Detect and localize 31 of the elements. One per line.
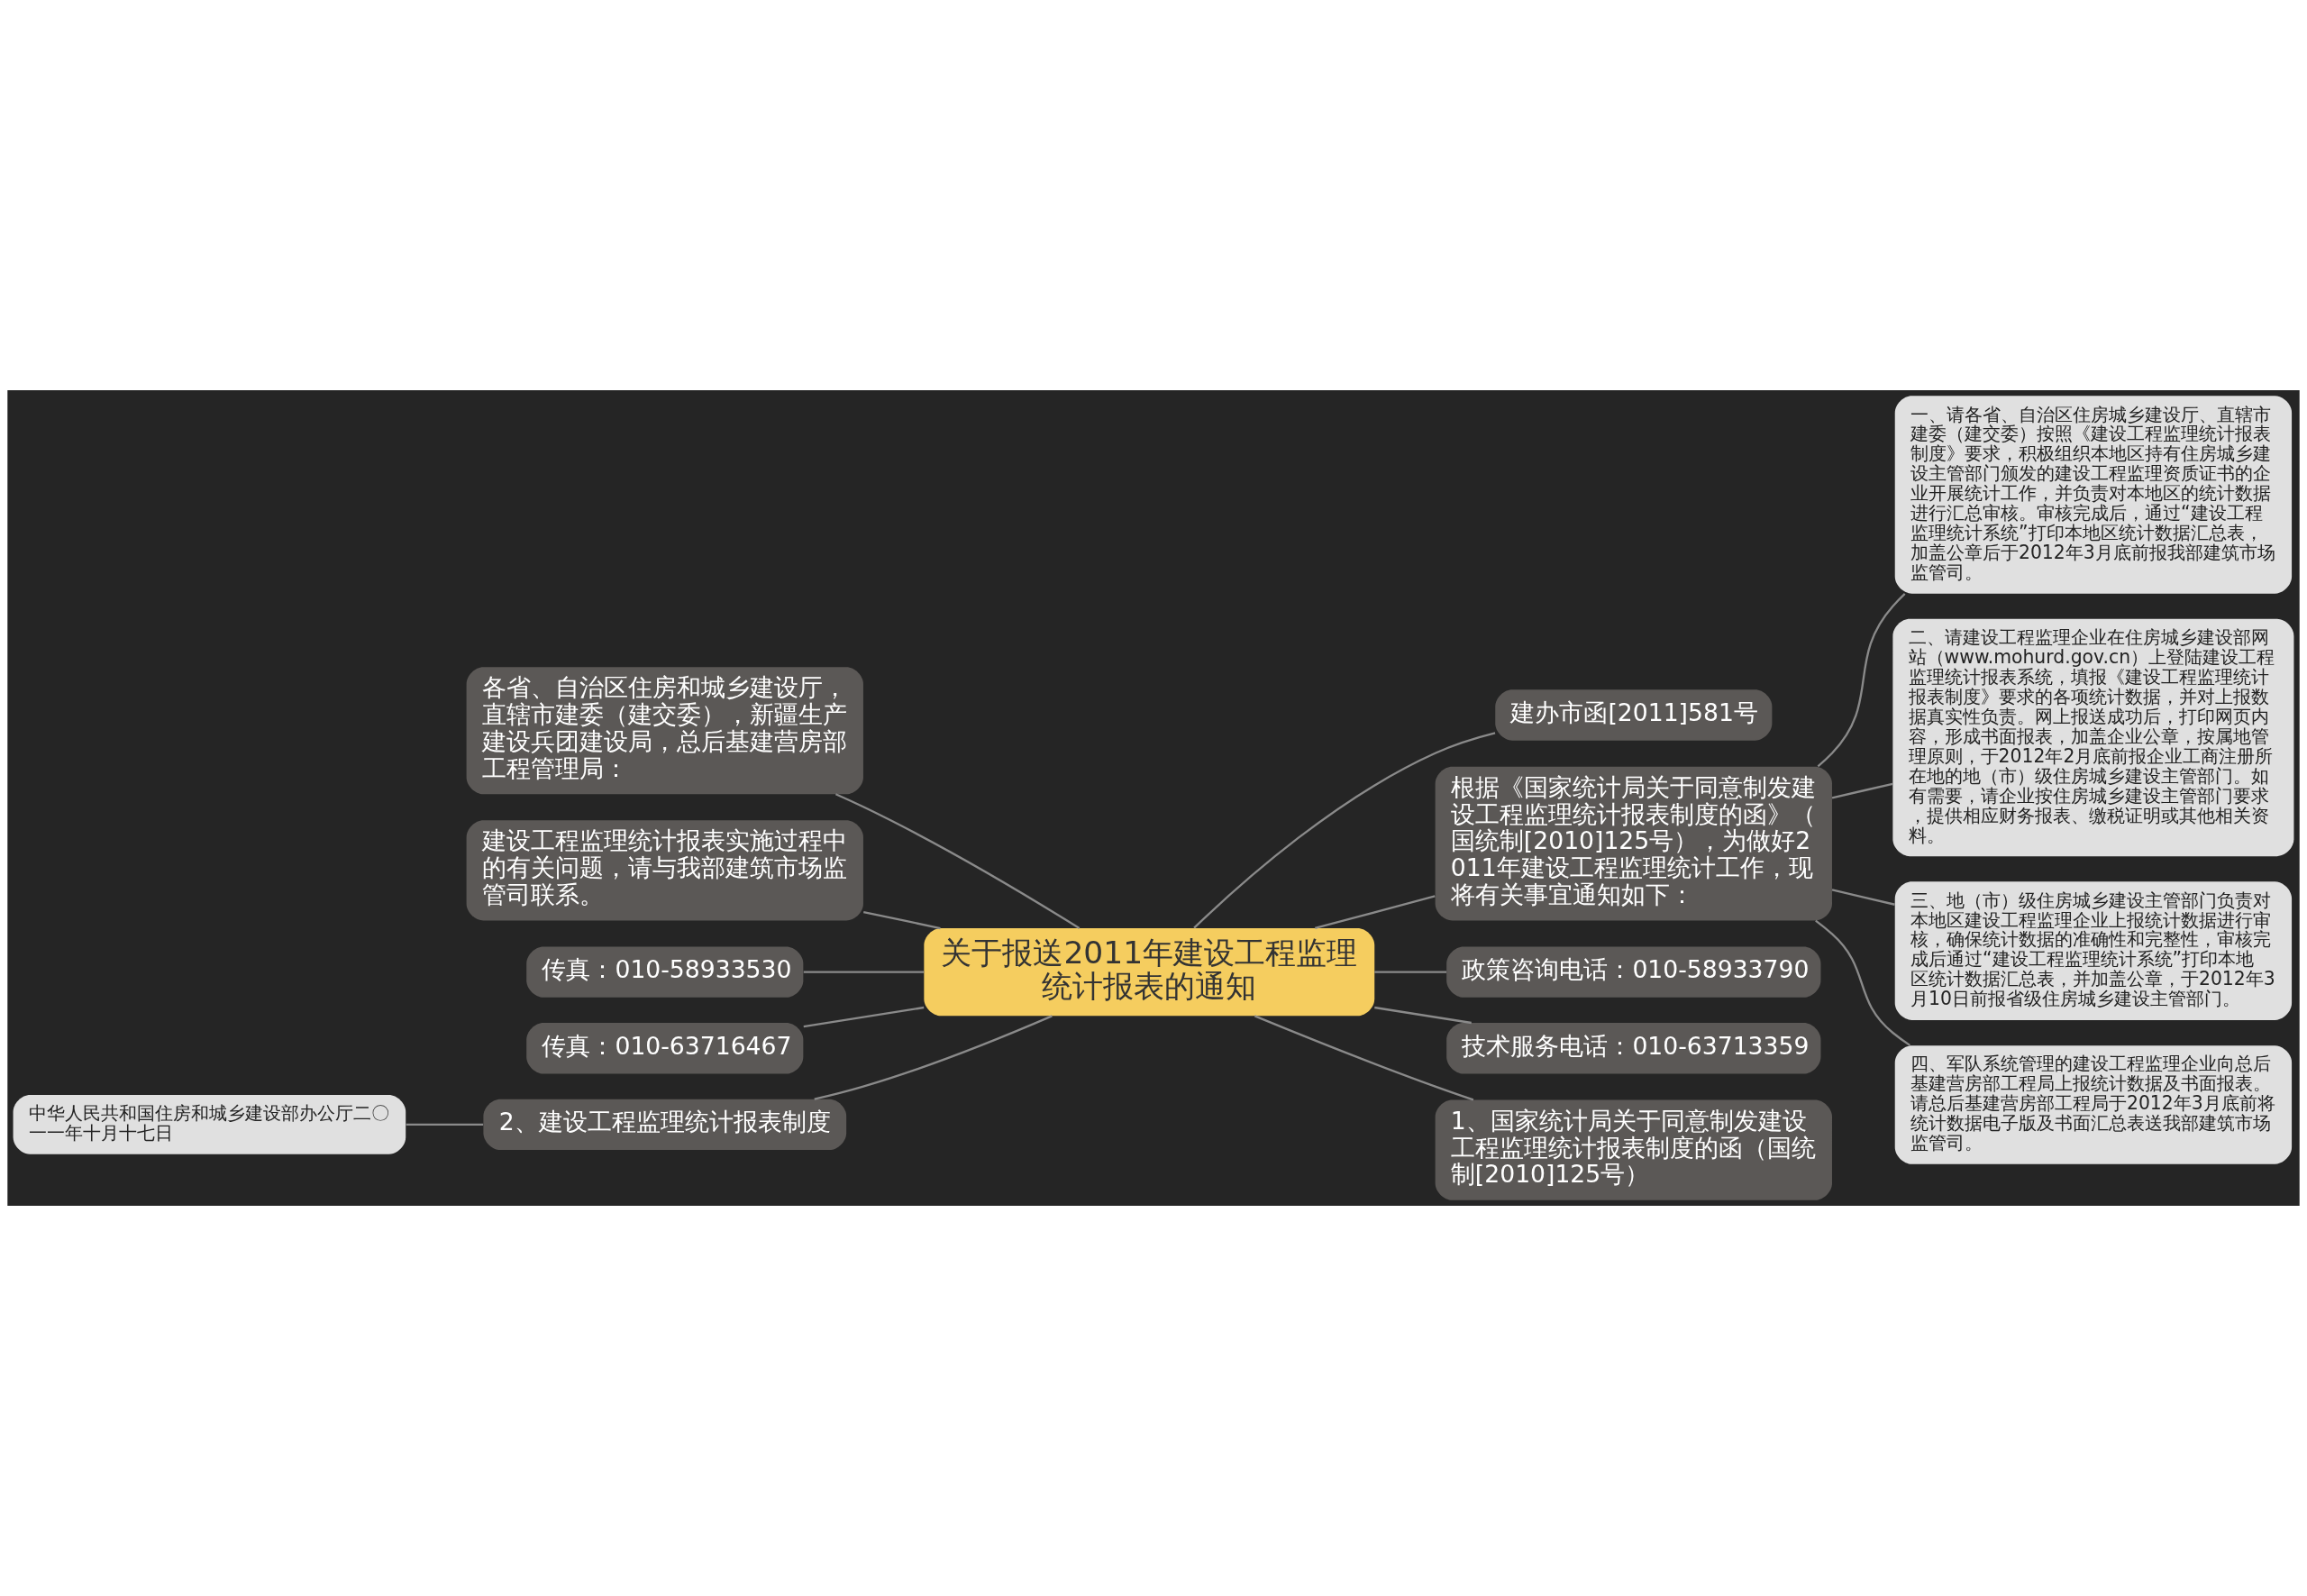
connector [1374, 971, 1447, 973]
node-box: 一、请各省、自治区住房城乡建设厅、直辖市建委（建交委）按照《建设工程监理统计报表制度》要求，积极组织本地区持有住房城乡建设主管部门颁发的建设工程监理资质证书的企业开展统计工作，并负责对本地区的统计数据进行汇总审核。审核完成后，通过“建设工程监理统计系统”打印本地区统计数据汇总表，加盖公章后于2012年3月底前报我部建筑市场监管司。 [1894, 396, 2293, 594]
connector [1817, 593, 1906, 768]
node-box: 各省、自治区住房和城乡建设厅，直辖市建委（建交委），新疆生产建设兵团建设局，总后基建营房部工程管理局： [466, 667, 863, 795]
connector [814, 1015, 1053, 1100]
connector [1374, 1006, 1472, 1025]
connector [803, 1006, 925, 1028]
connector [863, 910, 941, 930]
connector [1815, 919, 1910, 1046]
node-box: 传真：010-63716467 [526, 1023, 804, 1074]
connector [1193, 732, 1496, 929]
connector [1314, 895, 1436, 930]
node-box: 四、军队系统管理的建设工程监理企业向总后基建营房部工程局上报统计数据及书面报表。请总后基建营房部工程局于2012年3月底前将统计数据电子版及书面汇总表送我部建筑市场监管司。 [1894, 1045, 2293, 1164]
node-box: 政策咨询电话：010-58933790 [1446, 946, 1821, 998]
connector [1831, 889, 1895, 906]
node-box: 技术服务电话：010-63713359 [1446, 1023, 1821, 1074]
connector [834, 793, 1081, 929]
node-box: 中华人民共和国住房和城乡建设部办公厅二〇一一年十月十七日 [13, 1095, 406, 1154]
node-box: 三、地（市）级住房城乡建设主管部门负责对本地区建设工程监理企业上报统计数据进行审核，确保统计数据的准确性和完整性，审核完成后通过“建设工程监理统计系统”打印本地区统计数据汇总表，并加盖公章，于2012年3月10日前报省级住房城乡建设主管部门。 [1894, 881, 2293, 1020]
node-box: 根据《国家统计局关于同意制发建设工程监理统计报表制度的函》（国统制[2010]125号），为做好2011年建设工程监理统计工作，现将有关事宜通知如下： [1435, 766, 1832, 921]
node-box: 建办市函[2011]581号 [1495, 689, 1773, 741]
node-box: 1、国家统计局关于同意制发建设工程监理统计报表制度的函（国统制[2010]125号） [1435, 1099, 1832, 1200]
node-box: 传真：010-58933530 [526, 946, 804, 998]
connector [1254, 1015, 1474, 1101]
node-box: 2、建设工程监理统计报表制度 [483, 1099, 847, 1151]
node-box: 建设工程监理统计报表实施过程中的有关问题，请与我部建筑市场监管司联系。 [466, 820, 863, 921]
connector [803, 971, 925, 973]
node-box: 二、请建设工程监理企业在住房城乡建设部网站（www.mohurd.gov.cn）上登陆建设工程监理统计报表系统，填报《建设工程监理统计报表制度》要求的各项统计数据，并对上报数据真实性负责。网上报送成功后，打印网页内容，形成书面报表，加盖企业公章，按属地管理原则，于2012年2月底前报企业工商注册所在地的地（市）级住房城乡建设主管部门。如有需要，请企业按住房城乡建设主管部门要求，提供相应财务报表、缴税证明或其他相关资料。 [1892, 618, 2294, 857]
connector [406, 1123, 484, 1126]
connector [1831, 782, 1893, 799]
node-box: 关于报送2011年建设工程监理统计报表的通知 [924, 928, 1375, 1017]
